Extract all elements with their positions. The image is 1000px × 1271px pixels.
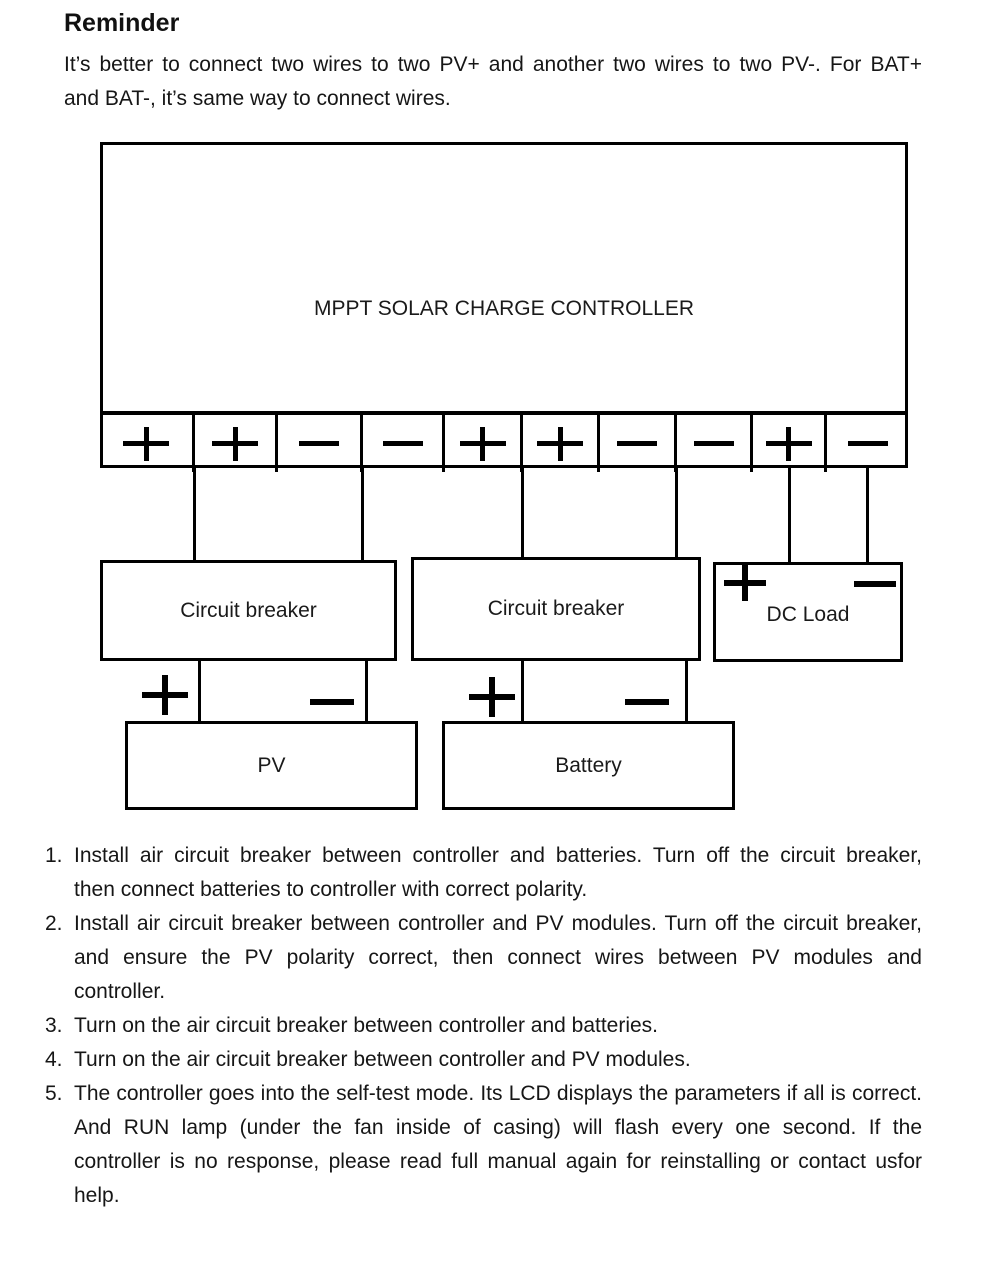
list-item-text: Install air circuit breaker between cont… <box>74 907 922 1009</box>
plus-icon <box>212 426 258 461</box>
text-line: Install air circuit breaker between cont… <box>74 844 922 867</box>
terminal-strip <box>100 411 908 472</box>
list-item-text: Turn on the air circuit breaker between … <box>74 1043 922 1077</box>
text-line: controller. <box>74 980 166 1003</box>
terminal-cell-8 <box>677 415 753 472</box>
plus-icon <box>765 426 812 461</box>
battery-negative-wire-top <box>675 468 678 557</box>
battery-positive-wire-top <box>521 468 524 557</box>
dc-load-box: DC Load <box>713 562 903 662</box>
circuit-breaker-pv-label: Circuit breaker <box>180 598 317 622</box>
minus-icon <box>854 566 896 602</box>
battery-negative-wire-bottom <box>685 659 688 721</box>
list-item-text: The controller goes into the self-test m… <box>74 1077 922 1213</box>
text-line: and BAT-, it’s same way to connect wires… <box>64 87 451 110</box>
list-number: 4. <box>45 1048 63 1071</box>
terminal-cell-5 <box>445 415 523 472</box>
list-item: 4. Turn on the air circuit breaker betwee… <box>45 1043 922 1077</box>
minus-icon <box>310 682 354 722</box>
pv-positive-wire-top <box>193 468 196 560</box>
pv-negative-wire-top <box>361 468 364 560</box>
text-line: Install air circuit breaker between cont… <box>74 912 922 935</box>
text-line: controller is no response, please read f… <box>74 1150 922 1173</box>
load-negative-wire <box>866 468 869 562</box>
terminal-cell-3 <box>278 415 363 472</box>
plus-icon <box>123 426 169 461</box>
list-item-text: Turn on the air circuit breaker between … <box>74 1009 922 1043</box>
intro-paragraph: It’s better to connect two wires to two … <box>64 48 922 116</box>
text-line: It’s better to connect two wires to two … <box>64 53 922 76</box>
list-item: 5. The controller goes into the self-test… <box>45 1077 922 1213</box>
battery-box: Battery <box>442 721 735 810</box>
terminal-cell-9 <box>753 415 827 472</box>
terminal-cell-4 <box>363 415 445 472</box>
minus-icon <box>617 427 657 461</box>
circuit-breaker-pv-box: Circuit breaker <box>100 560 397 661</box>
list-item: 3. Turn on the air circuit breaker betwee… <box>45 1009 922 1043</box>
terminal-cell-6 <box>523 415 600 472</box>
page-title: Reminder <box>64 9 180 37</box>
list-number: 2. <box>45 912 63 935</box>
list-item-text: Install air circuit breaker between cont… <box>74 839 922 907</box>
minus-icon <box>625 682 669 722</box>
text-line: And RUN lamp (under the fan inside of ca… <box>74 1116 922 1139</box>
text-line: Turn on the air circuit breaker between … <box>74 1014 659 1037</box>
text-line: then connect batteries to controller wit… <box>74 878 588 901</box>
list-item: 1. Install air circuit breaker between co… <box>45 839 922 907</box>
list-number: 5. <box>45 1082 63 1105</box>
plus-icon <box>469 677 515 717</box>
pv-label: PV <box>257 753 286 777</box>
list-number: 1. <box>45 844 63 867</box>
dc-load-label: DC Load <box>766 603 850 626</box>
circuit-breaker-battery-box: Circuit breaker <box>411 557 701 661</box>
terminal-cell-10 <box>827 415 908 472</box>
plus-icon <box>724 565 766 601</box>
list-number: 3. <box>45 1014 63 1037</box>
pv-positive-wire-bottom <box>198 659 201 721</box>
instructions-list: 1. Install air circuit breaker between co… <box>45 839 922 1213</box>
text-line: Turn on the air circuit breaker between … <box>74 1048 691 1071</box>
minus-icon <box>382 427 423 461</box>
plus-icon <box>459 426 506 461</box>
minus-icon <box>847 427 888 461</box>
plus-icon <box>537 426 583 461</box>
text-line: The controller goes into the self-test m… <box>74 1082 922 1105</box>
text-line: and ensure the PV polarity correct, then… <box>74 946 922 969</box>
controller-label: MPPT SOLAR CHARGE CONTROLLER <box>313 297 695 320</box>
load-positive-wire <box>788 468 791 562</box>
minus-icon <box>693 427 734 461</box>
terminal-cell-1 <box>100 415 195 472</box>
pv-negative-wire-bottom <box>365 659 368 721</box>
pv-box: PV <box>125 721 418 810</box>
controller-box: MPPT SOLAR CHARGE CONTROLLER <box>100 142 908 468</box>
terminal-cell-7 <box>600 415 677 472</box>
list-item: 2. Install air circuit breaker between co… <box>45 907 922 1009</box>
circuit-breaker-battery-label: Circuit breaker <box>487 597 625 620</box>
battery-positive-wire-bottom <box>521 659 524 721</box>
plus-icon <box>142 675 188 715</box>
minus-icon <box>299 427 339 461</box>
battery-label: Battery <box>555 753 622 777</box>
text-line: help. <box>74 1184 120 1207</box>
terminal-cell-2 <box>195 415 278 472</box>
